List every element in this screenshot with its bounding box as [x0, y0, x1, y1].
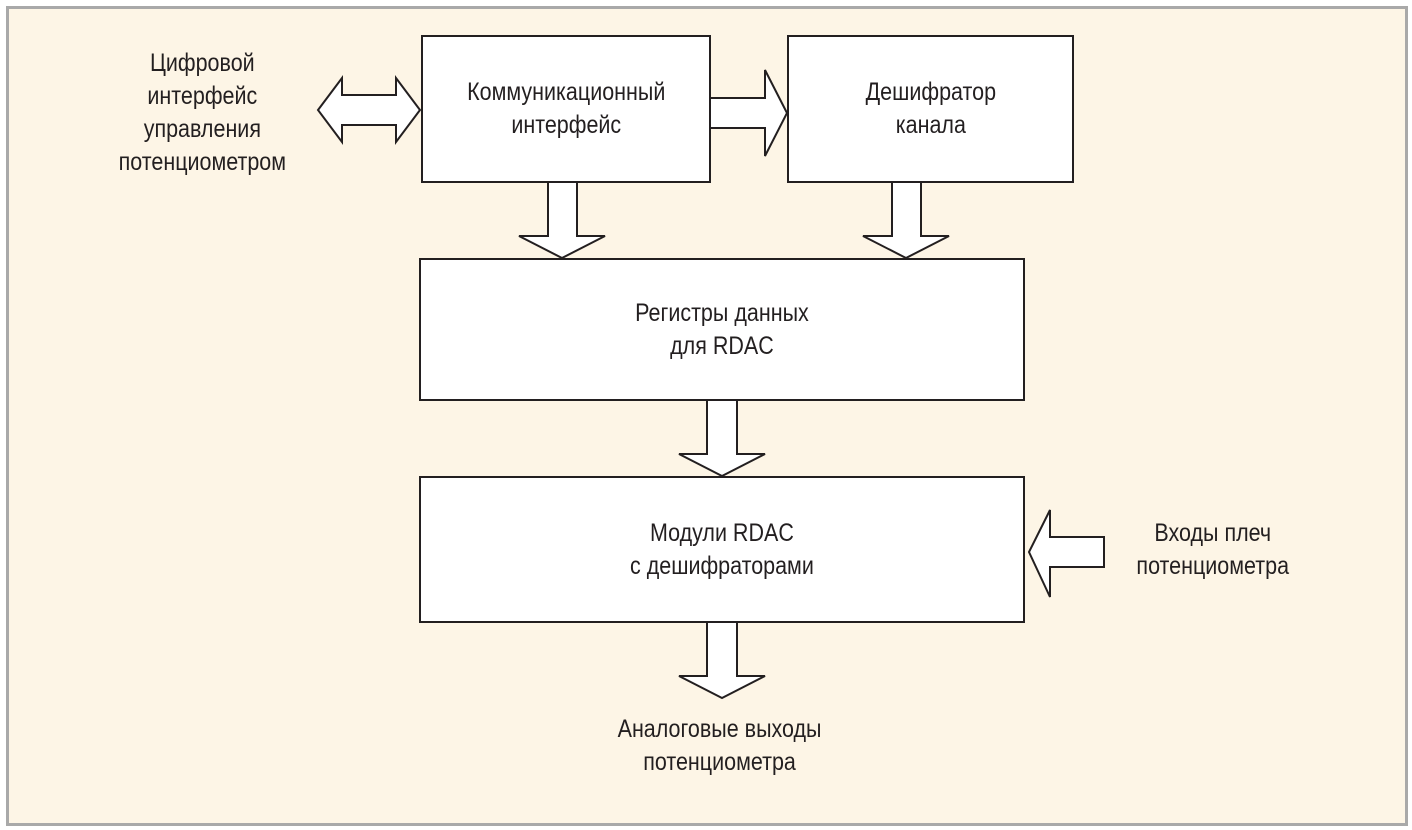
analog-outputs-line-1: Аналоговые выходы: [618, 715, 822, 743]
data-registers-block: Регистры данных для RDAC: [419, 258, 1025, 401]
comm-interface-line-2: интерфейс: [511, 111, 621, 139]
channel-decoder-line-1: Дешифратор: [865, 78, 996, 106]
digital-interface-line-3: управления: [143, 115, 262, 143]
rdac-modules-line-2: с дешифраторами: [630, 551, 814, 580]
data-registers-line-2: для RDAC: [670, 331, 774, 360]
arrow-comm-to-decoder: [709, 69, 789, 157]
data-registers-line-1: Регистры данных: [635, 298, 809, 327]
arm-inputs-label: Входы плеч потенциометра: [1110, 517, 1315, 583]
comm-interface-block: Коммуникационный интерфейс: [421, 35, 711, 183]
channel-decoder-block: Дешифратор канала: [787, 35, 1074, 183]
arm-inputs-line-2: потенциометра: [1136, 552, 1289, 580]
arrow-modules-to-outputs: [678, 621, 766, 700]
digital-interface-line-2: интерфейс: [147, 82, 258, 110]
bidirectional-arrow-digital-interface: [316, 75, 422, 145]
analog-outputs-label: Аналоговые выходы потенциометра: [580, 713, 860, 779]
channel-decoder-line-2: канала: [895, 111, 966, 139]
arrow-arm-inputs: [1027, 509, 1105, 598]
rdac-modules-block: Модули RDAC с дешифраторами: [419, 476, 1025, 623]
arrow-comm-to-registers: [518, 181, 606, 260]
arm-inputs-line-1: Входы плеч: [1154, 519, 1271, 547]
arrow-registers-to-modules: [678, 399, 766, 478]
rdac-modules-line-1: Модули RDAC: [650, 518, 794, 547]
digital-interface-line-1: Цифровой: [150, 49, 255, 77]
arrow-decoder-to-registers: [862, 181, 950, 260]
digital-interface-label: Цифровой интерфейс управления потенциоме…: [90, 47, 315, 179]
comm-interface-line-1: Коммуникационный: [466, 78, 666, 106]
digital-interface-line-4: потенциометром: [118, 148, 287, 176]
analog-outputs-line-2: потенциометра: [643, 748, 797, 776]
